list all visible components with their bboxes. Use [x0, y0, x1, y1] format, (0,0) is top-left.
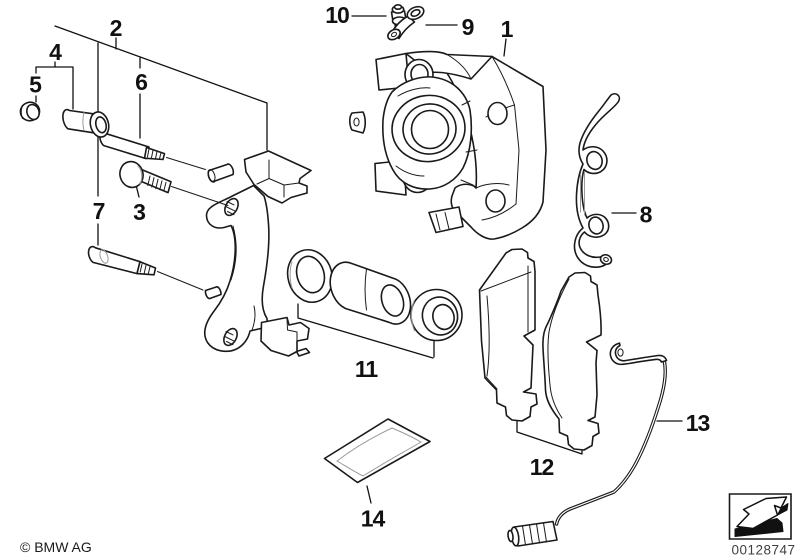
callout-label-10[interactable]: 10	[325, 2, 350, 28]
guide-pin-upper	[100, 132, 206, 169]
piston-repair-kit	[282, 244, 462, 340]
guide-bushing	[63, 110, 111, 139]
callout-label-14[interactable]: 14	[361, 506, 387, 532]
bmw-copyright: © BMW AG	[20, 539, 92, 555]
brake-pad-inner	[480, 249, 538, 421]
callout-label-1[interactable]: 1	[501, 16, 515, 42]
guide-pin-lower	[89, 247, 203, 290]
brake-carrier	[205, 151, 311, 356]
anti-rattle-spring	[574, 94, 619, 267]
dust-plug	[18, 100, 42, 123]
image-number: 00128747	[731, 543, 795, 558]
brake-caliper	[350, 52, 546, 240]
grease-packet	[325, 419, 431, 483]
callout-label-7[interactable]: 7	[93, 198, 106, 224]
brake-pad-outer	[543, 273, 601, 451]
callout-label-2[interactable]: 2	[110, 15, 123, 41]
callout-label-12[interactable]: 12	[530, 454, 555, 480]
callout-label-13[interactable]: 13	[686, 410, 711, 436]
callout-label-11[interactable]: 11	[355, 356, 380, 382]
callout-label-5[interactable]: 5	[29, 72, 43, 98]
callout-label-9[interactable]: 9	[462, 14, 475, 40]
retaining-clip	[386, 4, 426, 42]
callout-label-4[interactable]: 4	[49, 39, 63, 65]
callout-label-8[interactable]: 8	[640, 202, 654, 228]
direction-arrow-box	[730, 494, 792, 539]
wear-sensor	[507, 343, 666, 546]
guide-bolt	[117, 159, 228, 206]
callout-label-6[interactable]: 6	[135, 69, 148, 95]
callout-labels: 1 2 3 4 5 6 7 8 9 10 11 12 13 14	[29, 2, 711, 532]
direction-arrow-icon	[735, 497, 788, 537]
callout-label-3[interactable]: 3	[133, 199, 146, 225]
